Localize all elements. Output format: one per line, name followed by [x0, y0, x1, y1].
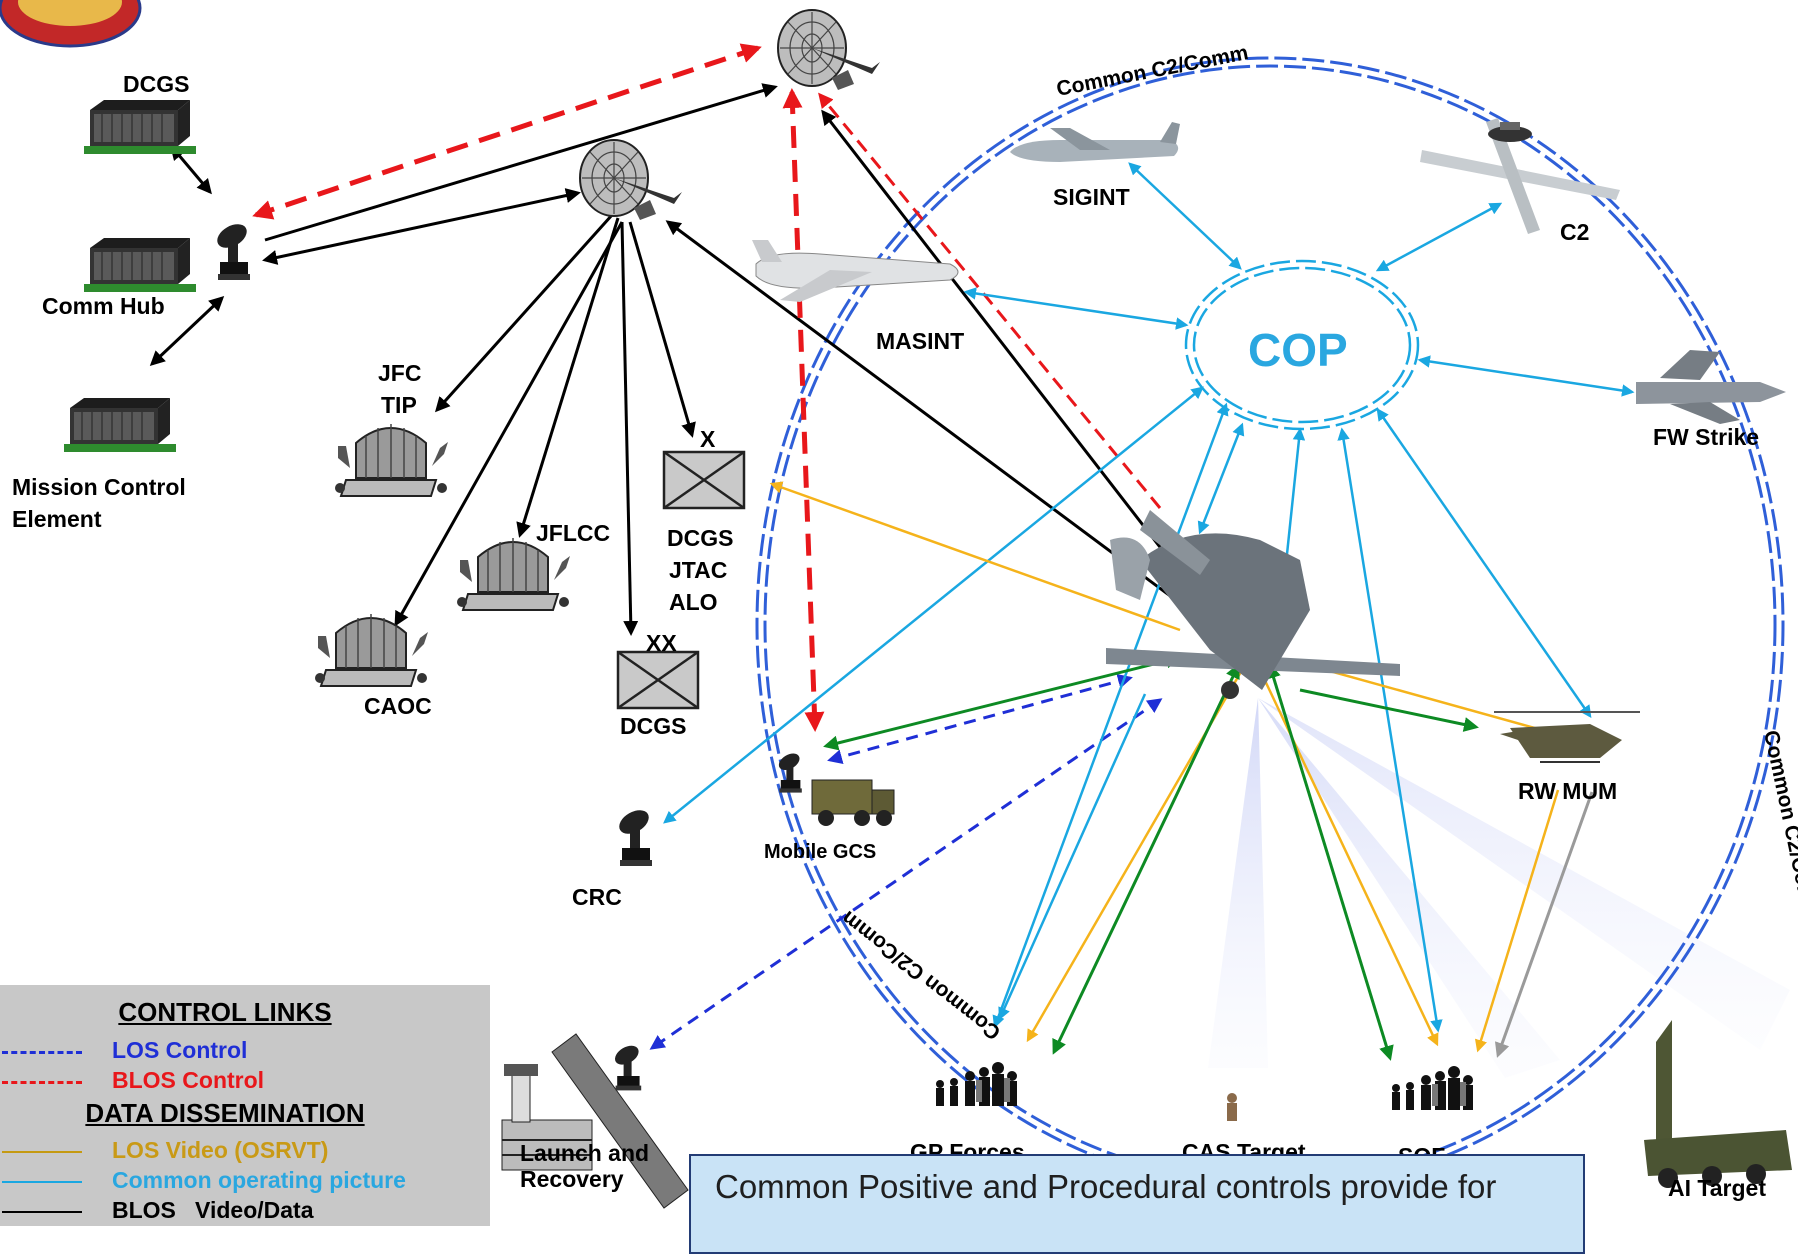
label-masint: MASINT — [876, 328, 964, 354]
label-dcgs-top: DCGS — [123, 71, 189, 97]
label-sigint: SIGINT — [1053, 184, 1130, 210]
label-dcgs-right-1: DCGS — [667, 525, 733, 551]
ring-label-bottom-left: Common C2/Comm — [837, 906, 1005, 1044]
blos-video-data-links — [149, 83, 1225, 638]
label-unit-x: X — [700, 426, 716, 452]
crc-antenna-icon — [615, 805, 653, 866]
caption-box: Common Positive and Procedural controls … — [689, 1154, 1585, 1254]
legend-blos-video-data-swatch — [2, 1211, 82, 1213]
label-cop: COP — [1248, 324, 1348, 376]
caption-text: Common Positive and Procedural controls … — [715, 1168, 1497, 1205]
unit-xx-symbol-icon — [616, 650, 700, 710]
legend-los-video-swatch — [2, 1151, 82, 1153]
legend-los-video: LOS Video (OSRVT) — [112, 1137, 329, 1163]
mission-control-building-icon — [63, 397, 177, 453]
network-diagram: DCGS Comm Hub Mission Control Element JF… — [0, 0, 1798, 1209]
satellite-dish-mid-icon — [579, 139, 683, 221]
label-mobile-gcs: Mobile GCS — [764, 841, 876, 863]
launch-recovery-airfield-icon — [501, 1033, 689, 1209]
green-links — [823, 653, 1479, 1061]
label-unit-xx: XX — [646, 630, 677, 656]
legend-blos-control: BLOS Control — [112, 1067, 265, 1093]
unit-x-symbol-icon — [662, 450, 746, 510]
label-caoc: CAOC — [364, 693, 432, 719]
legend-common-operating-picture: Common operating picture — [112, 1167, 406, 1193]
ai-target-missile-launcher-icon — [1644, 1020, 1792, 1188]
label-dcgs-bottom: DCGS — [620, 713, 686, 739]
satellite-dish-top-icon — [777, 9, 881, 91]
rw-mum-helicopter-icon — [1494, 711, 1640, 763]
label-jflcc: JFLCC — [536, 520, 610, 546]
jflcc-hangar-icon — [456, 537, 571, 611]
comm-hub-antenna-icon — [213, 219, 251, 280]
masint-aircraft-icon — [752, 240, 959, 302]
blos-control-links — [252, 43, 825, 732]
fw-strike-aircraft-icon — [1636, 350, 1786, 424]
label-jfc: JFC — [378, 360, 421, 386]
jfc-tip-hangar-icon — [334, 423, 449, 497]
legend-cop-swatch — [2, 1181, 82, 1183]
mobile-gcs-truck-icon — [776, 750, 895, 826]
uav-predator-icon — [1106, 510, 1400, 699]
label-mission-control-line1: Mission Control — [12, 474, 186, 500]
label-rw-mum: RW MUM — [1518, 778, 1617, 804]
sof-troops-icon — [1392, 1066, 1473, 1110]
cas-target-icon — [1227, 1093, 1237, 1121]
ring-label-right: Common C2/Comm — [1759, 728, 1798, 923]
ring-label-top: Common C2/Comm — [1055, 41, 1251, 101]
gp-forces-troops-icon — [936, 1062, 1017, 1106]
label-c2: C2 — [1560, 219, 1589, 245]
legend-control-links-title: CONTROL LINKS — [118, 997, 332, 1027]
legend-blos-control-swatch — [2, 1081, 82, 1084]
legend-blos-video-data: BLOS Video/Data — [112, 1197, 314, 1223]
c2-awacs-aircraft-icon — [1420, 118, 1620, 234]
label-alo: ALO — [669, 589, 718, 615]
sigint-aircraft-icon — [1010, 122, 1180, 162]
label-tip: TIP — [381, 392, 417, 418]
legend-data-dissemination-title: DATA DISSEMINATION — [85, 1098, 365, 1128]
logo — [0, 0, 142, 48]
label-fw-strike: FW Strike — [1653, 424, 1759, 450]
dcgs-building-icon — [83, 99, 197, 155]
caoc-hangar-icon — [314, 613, 429, 687]
label-launch-recovery-line2: Recovery — [520, 1166, 624, 1192]
legend-los-control: LOS Control — [112, 1037, 248, 1063]
label-jtac: JTAC — [669, 557, 727, 583]
label-comm-hub: Comm Hub — [42, 293, 165, 319]
legend-los-control-swatch — [2, 1051, 82, 1054]
label-mission-control-line2: Element — [12, 506, 102, 532]
comm-hub-building-icon — [83, 237, 197, 293]
label-ai-target: AI Target — [1668, 1175, 1766, 1201]
label-launch-recovery-line1: Launch and — [520, 1140, 649, 1166]
legend: CONTROL LINKS LOS Control BLOS Control D… — [0, 985, 490, 1226]
label-crc: CRC — [572, 884, 622, 910]
